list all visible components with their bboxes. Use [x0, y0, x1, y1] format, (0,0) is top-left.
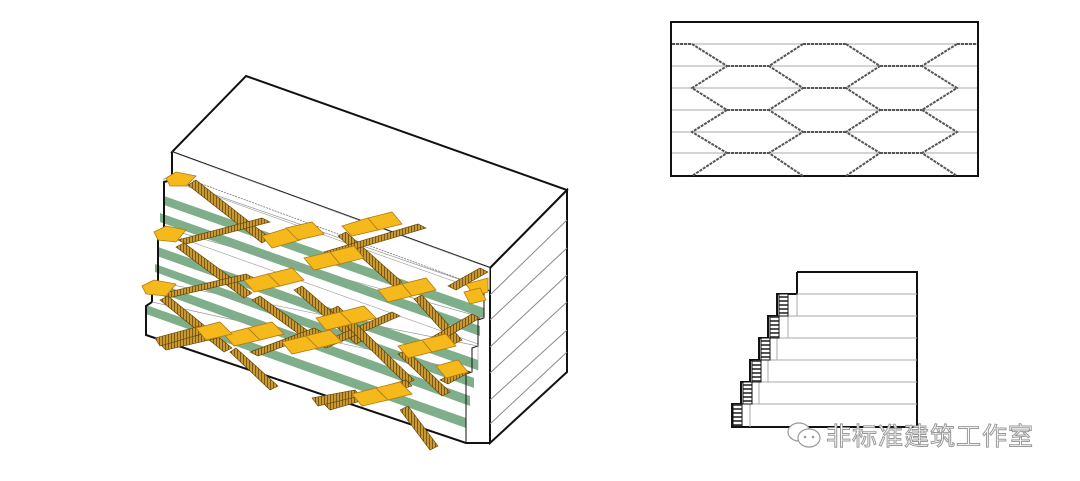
wechat-icon — [787, 422, 821, 448]
plan-stair-lattice — [672, 43, 977, 177]
axonometric-view — [141, 74, 569, 451]
side-floor-lines — [489, 219, 568, 425]
landings — [141, 171, 489, 407]
plan-view — [670, 21, 979, 177]
watermark: 非标准建筑工作室 — [786, 417, 1034, 453]
section-floor-lines — [749, 293, 917, 427]
section-stairs — [732, 293, 789, 427]
section-view — [731, 271, 918, 428]
watermark-text: 非标准建筑工作室 — [825, 422, 1035, 452]
